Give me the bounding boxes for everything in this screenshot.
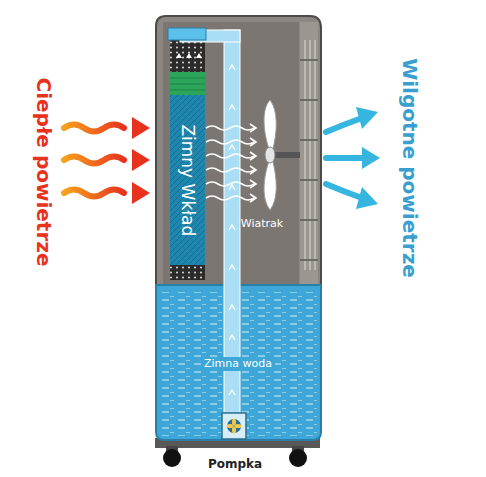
shower-head (168, 28, 206, 40)
wheel (289, 449, 307, 467)
part-name: Pompka (208, 458, 262, 471)
air-flow (206, 124, 256, 202)
node-text: Zimny Wkład (178, 124, 197, 236)
wheel (163, 449, 181, 467)
side-panel (300, 22, 318, 285)
inlet-label: Ciepłe powietrze (33, 78, 55, 267)
fan (264, 100, 300, 210)
node-text: Zimna woda (201, 357, 275, 371)
water-tank: Zimna woda (156, 285, 321, 440)
pad-bottom-grill (170, 265, 205, 280)
pad-top-grill (170, 40, 205, 72)
part-name: Wiatrak (241, 218, 283, 230)
humid-air-arrows (326, 118, 362, 198)
pad-texture (170, 95, 205, 265)
pump (222, 413, 246, 439)
cooling-pad: Zimny Wkład (170, 95, 205, 265)
pad-green-layer (170, 72, 205, 95)
outlet-label: Wilgotne powietrze (399, 58, 421, 278)
hot-air-arrows (64, 125, 124, 197)
